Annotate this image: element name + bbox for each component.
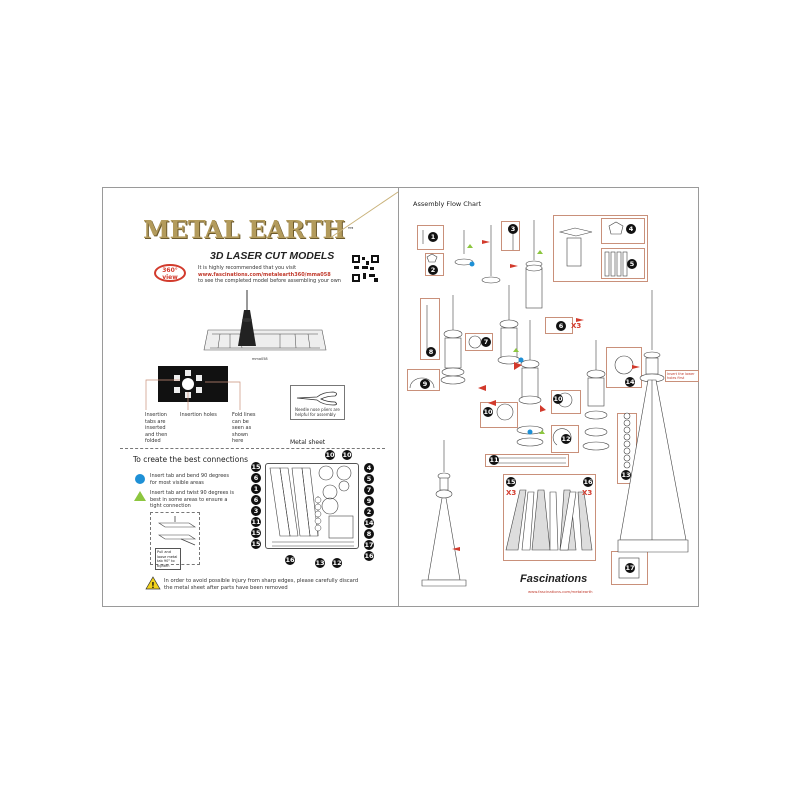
- blue-circle-icon: [135, 474, 145, 484]
- step-number-12: 12: [561, 434, 571, 444]
- logo-swoosh: [329, 191, 399, 239]
- sheet-label: 10: [342, 450, 352, 460]
- tip-box: Pull and loose metal tab 90° to tighten: [150, 512, 200, 570]
- tab-twist-illustration: [158, 516, 196, 546]
- fold-lines-label: Fold lines can be seen as shown here: [232, 412, 256, 444]
- sheet-label: 10: [325, 450, 335, 460]
- trademark: ™: [347, 225, 355, 234]
- step-number-15: 15: [506, 477, 516, 487]
- sheet-label: 12: [332, 558, 342, 568]
- sheet-label: 15: [251, 539, 261, 549]
- pliers-box: Needle nose pliers are helpful for assem…: [290, 385, 345, 420]
- insertion-tabs-label: Insertion tabs are inserted and then fol…: [145, 412, 168, 444]
- insertion-diagram: [158, 366, 228, 402]
- step-15-multiplier: X3: [506, 489, 517, 497]
- sheet-label: 15: [251, 528, 261, 538]
- step-number-3: 3: [508, 224, 518, 234]
- assembly-illustrations: [409, 220, 689, 587]
- 360-view-badge[interactable]: 360° view: [154, 264, 186, 282]
- step-number-8: 8: [426, 347, 436, 357]
- page-divider: [398, 187, 399, 607]
- pliers-icon: [296, 391, 337, 406]
- step-box-4: [601, 218, 645, 244]
- sheet-label: 2: [364, 507, 374, 517]
- step-16-multiplier: X3: [582, 489, 593, 497]
- step-number-11: 11: [489, 455, 499, 465]
- model-url-link[interactable]: www.fascinations.com/metalearth360/mma05…: [198, 271, 331, 278]
- sheet-label: 6: [251, 473, 261, 483]
- logo-tagline: 3D LASER CUT MODELS: [210, 250, 335, 262]
- step-number-9: 9: [420, 379, 430, 389]
- step-number-7: 7: [481, 337, 491, 347]
- sheet-label: 16: [364, 551, 374, 561]
- warning-icon: !: [145, 576, 161, 590]
- step-box-17: [611, 551, 648, 585]
- step-number-2: 2: [428, 265, 438, 275]
- sheet-label: 8: [364, 529, 374, 539]
- step-number-13: 13: [621, 470, 631, 480]
- step-number-16: 16: [583, 477, 593, 487]
- sheet-label: 5: [364, 474, 374, 484]
- sheet-label: 13: [315, 558, 325, 568]
- qr-code[interactable]: [352, 255, 379, 282]
- step-number-14: 14: [625, 377, 635, 387]
- step-number-4: 4: [626, 224, 636, 234]
- svg-text:!: !: [151, 581, 155, 590]
- tip-text: Pull and loose metal tab 90° to tighten: [155, 548, 181, 570]
- connection-twist-text: Insert tab and twist 90 degrees is best …: [150, 490, 234, 509]
- model-caption: mma058: [252, 357, 268, 361]
- flow-chart-title: Assembly Flow Chart: [413, 200, 482, 208]
- step-number-1: 1: [428, 232, 438, 242]
- sheet-label: 14: [364, 518, 374, 528]
- label-leader-lines: [145, 379, 241, 410]
- sheet-label: 17: [364, 540, 374, 550]
- metal-sheet-diagram: [265, 463, 359, 549]
- pliers-note: Needle nose pliers are helpful for assem…: [295, 407, 340, 417]
- step-box-8: [420, 298, 440, 360]
- step-6-multiplier: X3: [571, 322, 582, 330]
- connection-bend-text: Insert tab and bend 90 degrees for most …: [150, 473, 229, 486]
- step-number-17: 17: [625, 563, 635, 573]
- completed-model-image: [203, 290, 327, 351]
- logo-text: METAL EARTH: [143, 215, 346, 244]
- fascinations-logo: Fascinations: [520, 573, 588, 585]
- intro-line: to see the completed model before assemb…: [198, 278, 341, 284]
- callout-note: Insert the lower holes first: [665, 370, 699, 383]
- sheet-label: 1: [251, 484, 261, 494]
- connections-title: To create the best connections: [133, 455, 249, 464]
- warning-text: In order to avoid possible injury from s…: [164, 578, 359, 591]
- instruction-sheet: [102, 187, 699, 607]
- insertion-holes-label: Insertion holes: [180, 412, 217, 418]
- sheet-label: 9: [364, 496, 374, 506]
- sheet-label: 6: [251, 495, 261, 505]
- step-box-11: [485, 454, 569, 467]
- section-divider: [120, 448, 385, 449]
- green-triangle-icon: [134, 491, 146, 501]
- sheet-label: 4: [364, 463, 374, 473]
- intro-line: It is highly recommended that you visit: [198, 265, 297, 271]
- step-number-6: 6: [556, 321, 566, 331]
- sheet-label: 11: [251, 517, 261, 527]
- sheet-label: 15: [251, 462, 261, 472]
- sheet-label: 16: [285, 555, 295, 565]
- fascinations-url[interactable]: www.fascinations.com/metalearth: [528, 589, 593, 594]
- step-number-5: 5: [627, 259, 637, 269]
- step-number-10a: 10: [483, 407, 493, 417]
- step-number-10b: 10: [553, 394, 563, 404]
- sheet-label: 3: [251, 506, 261, 516]
- sheet-label: 7: [364, 485, 374, 495]
- metal-sheet-title: Metal sheet: [290, 439, 326, 446]
- qr-code-icon: [352, 255, 379, 282]
- metal-sheet-parts: [269, 465, 354, 547]
